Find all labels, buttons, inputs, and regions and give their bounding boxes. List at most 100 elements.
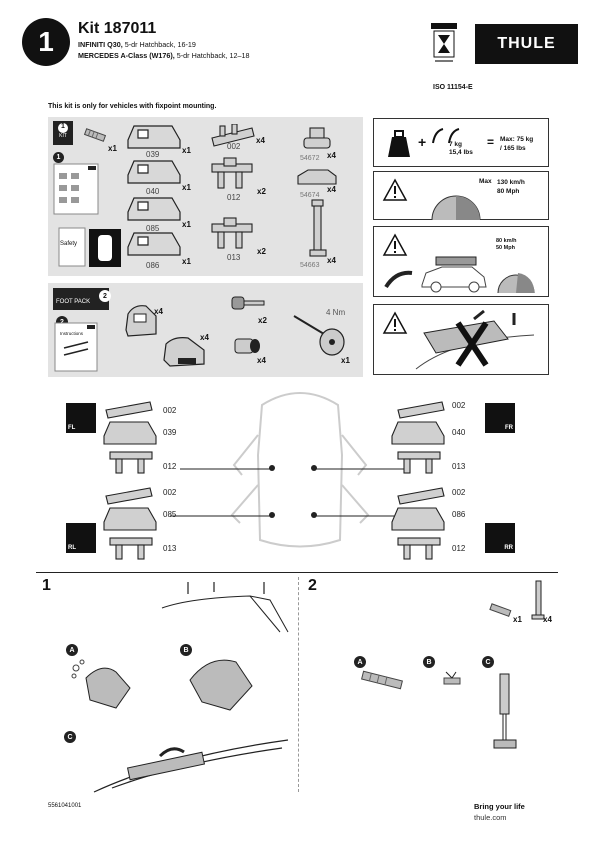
- tag-fr: FR: [485, 403, 515, 433]
- foot-instructions-label: Instructions: [60, 331, 84, 336]
- front-leader-lines: [180, 468, 405, 470]
- cut-card-icon: [443, 671, 461, 685]
- tag-rr: RR: [485, 523, 515, 553]
- step2-b-label: B: [423, 656, 435, 668]
- step2-c-label: C: [482, 656, 494, 668]
- fit-card-qty: x1: [108, 144, 117, 153]
- key-icon: [231, 296, 265, 310]
- car-with-load-icon: [384, 256, 487, 293]
- tool-qty: x1: [341, 356, 350, 365]
- part-54674-code: 54674: [300, 192, 320, 199]
- kit-weight: 7 kg 15,4 lbs: [449, 141, 473, 156]
- fl-mid-code: 039: [163, 428, 177, 437]
- part-013-qty: x2: [257, 247, 266, 256]
- fit-card-strip-icon: [361, 670, 403, 690]
- tag-rl: RL: [66, 523, 96, 553]
- part-54663-qty: x4: [327, 256, 336, 265]
- part-54663-code: 54663: [300, 262, 320, 269]
- rl-top-code: 002: [163, 488, 177, 497]
- fl-bottom-code: 012: [163, 462, 177, 471]
- rr-bottom-code: 012: [452, 544, 466, 553]
- step2-bolt-qty: x4: [543, 615, 552, 624]
- speedometer-icon: [497, 273, 535, 293]
- step2-a-label: A: [354, 656, 366, 668]
- rr-top-code: 002: [452, 488, 466, 497]
- thule-logo: THULE: [475, 24, 578, 64]
- part-086-qty: x1: [182, 257, 191, 266]
- fr-mid-code: 040: [452, 428, 466, 437]
- tag-fl: FL: [66, 403, 96, 433]
- torque-value: 4 Nm: [326, 308, 346, 317]
- car-card-icon: [89, 229, 121, 267]
- part-039-qty: x1: [182, 146, 191, 155]
- iso-standard: ISO 11154-E: [433, 84, 473, 91]
- rl-mid-code: 085: [163, 510, 177, 519]
- foot-pack-number: 2: [99, 290, 111, 302]
- part-085-code: 085: [146, 224, 160, 233]
- speedometer-icon: [431, 195, 481, 220]
- step1-b-label: B: [180, 644, 192, 656]
- bolt-with-card-icon: [493, 673, 517, 749]
- rr-assembly-icon: [391, 487, 445, 560]
- fr-assembly-icon: [391, 401, 445, 474]
- vehicle-line-2: MERCEDES A-Class (W176), 5-dr Hatchback,…: [78, 51, 250, 60]
- speed-warning-box: Max 130 km/h 80 Mph: [373, 171, 549, 220]
- part-002-qty: x4: [256, 136, 265, 145]
- equals-sign: =: [487, 135, 495, 149]
- foot-pack-badge: FOOT PACK: [53, 288, 109, 310]
- step-number-badge: 1: [22, 18, 70, 66]
- website-link[interactable]: thule.com: [474, 813, 507, 822]
- kit-title: Kit 187011: [78, 20, 157, 37]
- part-012-qty: x2: [257, 187, 266, 196]
- bar-tilt-warning-box: [373, 304, 549, 375]
- step1-number: 1: [42, 577, 51, 594]
- part-013-code: 013: [227, 253, 241, 262]
- fl-assembly-icon: [103, 401, 157, 474]
- brackets-group-icon: [211, 124, 255, 249]
- slogan: Bring your life: [474, 802, 525, 811]
- foot-instructions-icon: [54, 322, 98, 372]
- rl-bottom-code: 013: [163, 544, 177, 553]
- lock-cylinder-icon: [234, 338, 260, 354]
- tested-badge-icon: [431, 23, 457, 62]
- foot-cover-qty: x4: [200, 333, 209, 342]
- warning-triangle-icon: [382, 178, 408, 201]
- lock-qty: x4: [257, 356, 266, 365]
- rr-mid-code: 086: [452, 510, 466, 519]
- safety-booklet-icon: [58, 227, 86, 267]
- step2-number: 2: [308, 577, 317, 594]
- max-load: Max: 75 kg / 165 lbs: [500, 136, 534, 152]
- foot-cover-icon: [163, 337, 205, 367]
- warning-triangle-icon: [382, 233, 408, 256]
- section-divider: [36, 572, 558, 573]
- curve-speed: 80 km/h 50 Mph: [496, 238, 517, 251]
- document-code: 5561041001: [48, 803, 82, 809]
- speed-max-label: Max: [479, 178, 492, 185]
- curve-warning-box: 80 km/h 50 Mph: [373, 226, 549, 297]
- part-54672-code: 54672: [300, 155, 320, 162]
- fixpoint-note: This kit is only for vehicles with fixpo…: [48, 103, 217, 110]
- step2-card-qty: x1: [513, 615, 522, 624]
- warning-triangle-icon: [382, 311, 408, 334]
- wipe-surface-icon: [189, 659, 253, 711]
- booklet-number: 1: [53, 152, 64, 163]
- step1-c-label: C: [64, 731, 76, 743]
- part-012-code: 012: [227, 193, 241, 202]
- fr-top-code: 002: [452, 401, 466, 410]
- kit-badge: 1 KIT: [53, 121, 73, 145]
- clean-surface-icon: [71, 659, 131, 709]
- foot-unit-qty: x4: [154, 307, 163, 316]
- part-039-code: 039: [146, 150, 160, 159]
- roof-bar-icon: [432, 128, 460, 144]
- instructions-booklet-icon: [53, 163, 99, 215]
- steps-divider: [298, 577, 299, 792]
- fit-card-icon: [84, 128, 106, 142]
- part-040-code: 040: [146, 187, 160, 196]
- roof-fixpoint-illustration-icon: [161, 582, 289, 633]
- fl-top-code: 002: [163, 406, 177, 415]
- load-warning-box: + 7 kg 15,4 lbs = Max: 75 kg / 165 lbs: [373, 118, 549, 167]
- key-qty: x2: [258, 316, 267, 325]
- part-086-code: 086: [146, 261, 160, 270]
- part-54674-qty: x4: [327, 185, 336, 194]
- step2-parts-icon: [489, 580, 545, 620]
